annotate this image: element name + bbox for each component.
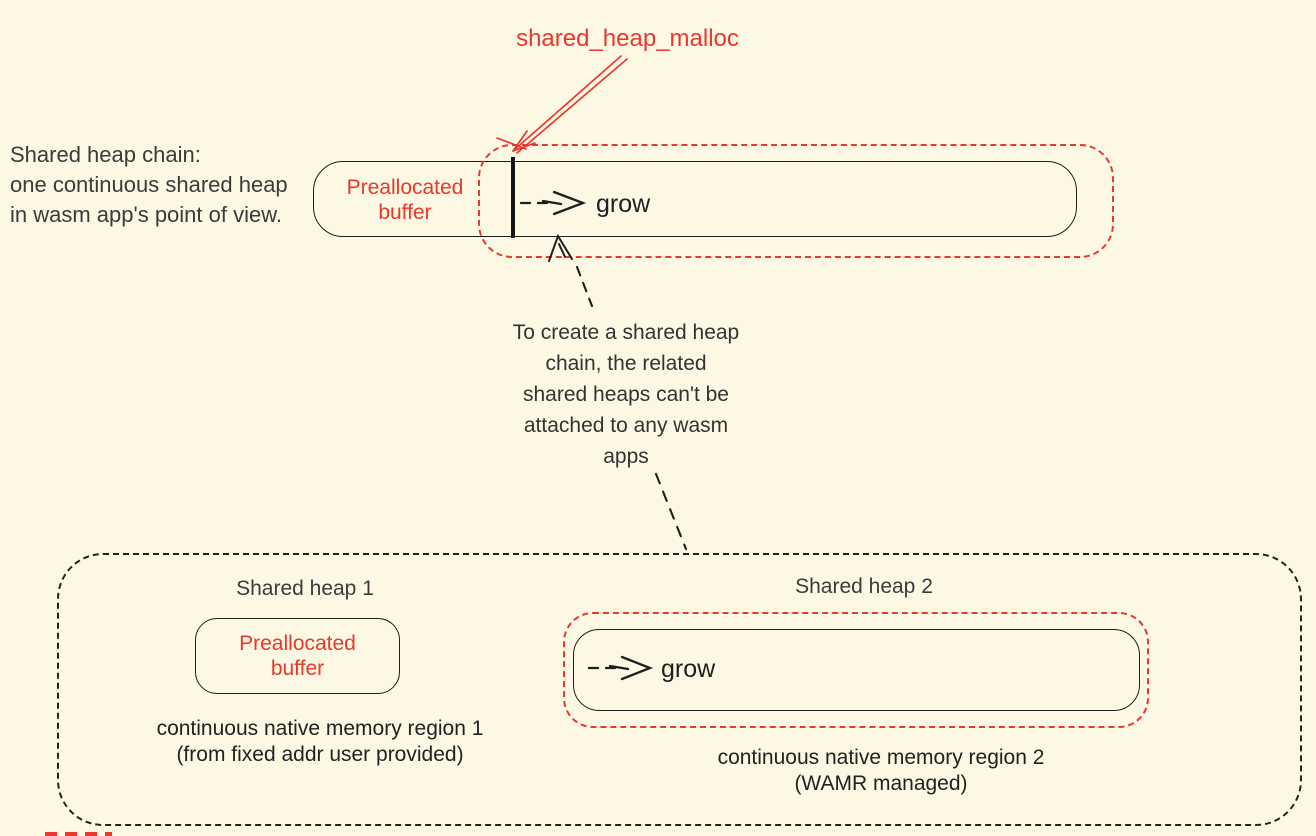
prealloc-line: Preallocated [346,176,464,199]
note-line: in wasm app's point of view. [10,202,283,227]
connector-dashed-line-2 [654,472,688,551]
mid-note-line: attached to any wasm [523,414,729,437]
note-line: Shared heap chain: [10,142,201,167]
caption-line: continuous native memory region 2 [717,746,1045,769]
memory-region-1-caption: continuous native memory region 1 (from … [120,716,520,768]
malloc-arrow-icon [496,55,628,154]
preallocated-buffer-label: Preallocated buffer [315,175,495,225]
mid-note-line: apps [603,445,649,468]
shared-heap-1-title: Shared heap 1 [236,577,374,600]
heap-chain-box [313,161,1077,237]
chain-creation-note: To create a shared heap chain, the relat… [495,317,757,472]
shared-heap-2-box [573,629,1140,711]
shared-heap-malloc-label: shared_heap_malloc [516,25,739,52]
shared-heap-1-box: Preallocated buffer [195,618,400,694]
grow-label-top: grow [596,190,651,218]
shared-heap-chain-dashed-outline [478,144,1114,258]
memory-region-2-caption: continuous native memory region 2 (WAMR … [681,745,1081,797]
grow-label-bottom: grow [661,655,716,683]
prealloc-line: buffer [378,201,432,224]
mid-note-line: chain, the related [545,352,707,375]
preallocated-buffer-label-2: Preallocated buffer [239,631,356,681]
unattached-heaps-container [57,553,1302,826]
shared-heap-2-dashed-outline [563,612,1149,728]
caption-line: (WAMR managed) [794,772,968,795]
prealloc-line: buffer [270,657,325,680]
shared-heap-chain-note: Shared heap chain: one continuous shared… [10,140,310,230]
note-line: one continuous shared heap [10,172,288,197]
caption-line: (from fixed addr user provided) [176,743,464,766]
mid-note-line: shared heaps can't be [523,383,729,406]
mid-note-line: To create a shared heap [512,321,740,344]
connector-dashed-line-1 [575,265,594,308]
caption-line: continuous native memory region 1 [156,717,484,740]
prealloc-line: Preallocated [239,632,356,655]
shared-heap-2-title: Shared heap 2 [795,575,933,598]
